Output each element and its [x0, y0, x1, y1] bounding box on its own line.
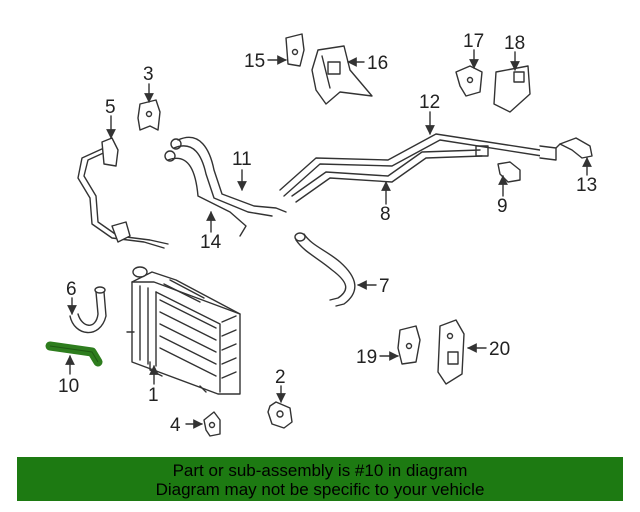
callout-10: 10 — [58, 376, 79, 397]
hose-7 — [294, 232, 356, 307]
callout-14: 14 — [200, 232, 222, 253]
banner-line-2: Diagram may not be specific to your vehi… — [155, 480, 485, 499]
leader-lines — [65, 49, 592, 429]
fitting-9 — [497, 161, 521, 183]
bracket-20 — [437, 319, 465, 385]
bracket-4 — [203, 411, 221, 437]
callout-19: 19 — [356, 347, 377, 368]
callout-labels: 1 2 3 4 5 6 7 8 9 10 11 12 13 14 15 16 1… — [58, 31, 597, 436]
info-banner: Part or sub-assembly is #10 in diagram D… — [17, 457, 623, 501]
callout-7: 7 — [379, 276, 390, 297]
fitting-13 — [555, 137, 593, 159]
callout-15: 15 — [244, 51, 265, 72]
diagram-canvas: 1 2 3 4 5 6 7 8 9 10 11 12 13 14 15 16 1… — [45, 31, 597, 437]
callout-20: 20 — [489, 339, 510, 360]
bracket-2 — [267, 401, 293, 429]
pipe-assembly-5 — [77, 137, 169, 249]
callout-3: 3 — [143, 64, 154, 85]
callout-11: 11 — [232, 149, 252, 170]
callout-18: 18 — [504, 33, 525, 54]
callout-16: 16 — [367, 53, 388, 74]
hose-10-highlighted — [45, 341, 103, 367]
bracket-15 — [285, 33, 305, 67]
callout-1: 1 — [148, 385, 159, 406]
bracket-17 — [455, 65, 483, 97]
bracket-3 — [137, 99, 161, 131]
callout-17: 17 — [463, 31, 484, 52]
callout-9: 9 — [497, 196, 508, 217]
hose-6 — [69, 286, 107, 334]
tube-set-8-12 — [279, 133, 557, 203]
shield-16 — [311, 45, 373, 105]
bracket-18 — [493, 65, 531, 113]
callout-8: 8 — [380, 204, 391, 225]
bracket-19 — [397, 325, 421, 365]
banner-line-1: Part or sub-assembly is #10 in diagram — [172, 461, 468, 480]
callout-2: 2 — [275, 367, 286, 388]
oil-cooler-core — [126, 266, 241, 395]
callout-5: 5 — [105, 97, 116, 118]
hoses-11-14 — [164, 136, 287, 237]
callout-4: 4 — [170, 415, 181, 436]
callout-13: 13 — [576, 175, 597, 196]
callout-12: 12 — [419, 92, 440, 113]
callout-6: 6 — [66, 279, 77, 300]
